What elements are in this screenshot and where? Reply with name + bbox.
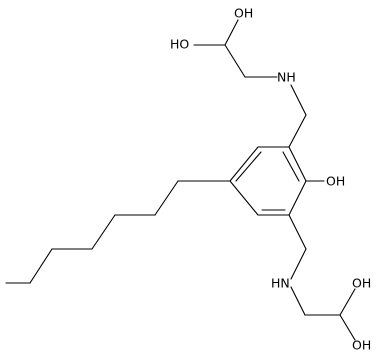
- ho-top-left-label: HO: [170, 37, 189, 52]
- lower-hn-bond-left: [290, 286, 306, 316]
- lower-ch2-bond: [288, 214, 307, 250]
- upper-ch2-bond: [288, 114, 307, 148]
- chain-bond-4: [91, 214, 116, 250]
- oh-ring-label: OH: [326, 174, 345, 189]
- upper-ch-to-oh: [224, 19, 239, 46]
- hn-bottom-label: HN: [271, 276, 290, 291]
- ring-bond-1: [229, 146, 259, 182]
- upper-ch2-to-ch: [224, 44, 246, 78]
- chain-bond-2: [154, 180, 179, 216]
- oh-top-upper-label: OH: [234, 6, 253, 21]
- ring-bond-3: [288, 146, 307, 182]
- chain-bond-6: [29, 248, 53, 284]
- benzene-ring: [229, 146, 307, 216]
- lower-hn-bond-right: [290, 248, 307, 280]
- lower-arm: [288, 214, 356, 341]
- ring-double-bond-1: [235, 151, 262, 182]
- ring-bond-6: [229, 180, 259, 216]
- nh-top-label: NH: [277, 70, 296, 85]
- upper-arm: [193, 19, 307, 148]
- oh-bottom-lower-label: OH: [352, 338, 371, 353]
- lower-ch-to-oh-upper: [339, 288, 356, 316]
- heptyl-chain: [5, 180, 231, 284]
- oh-bottom-upper-label: OH: [352, 276, 371, 291]
- ring-bond-4: [288, 180, 307, 216]
- upper-nh-bond-right: [290, 84, 307, 116]
- ring-double-bond-2: [282, 151, 300, 182]
- lower-ch-to-oh-lower: [339, 314, 356, 341]
